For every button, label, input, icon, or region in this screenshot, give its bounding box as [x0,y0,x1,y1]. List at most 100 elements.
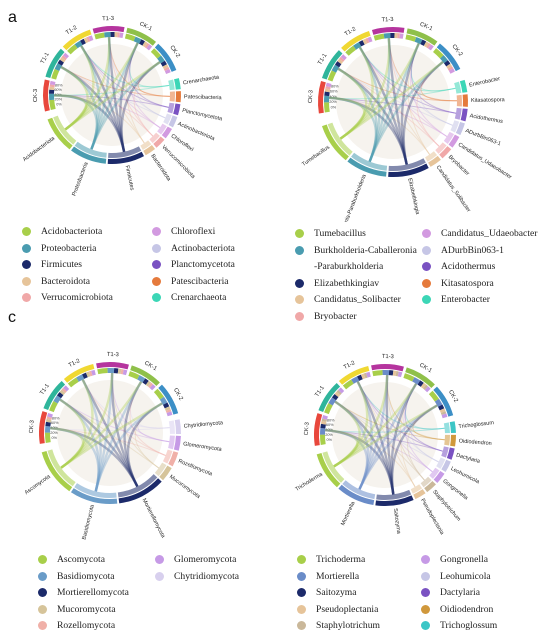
legend-label: Staphylotrichum [316,620,380,631]
taxon-inner-arc [168,79,175,91]
sample-composition-segment [340,54,347,61]
taxon-outer-arc [70,488,118,504]
legend-swatch-icon [422,295,431,304]
sample-composition-segment [441,413,448,419]
chord-link [337,67,368,140]
sample-outer-arc [158,384,179,415]
chord-link [80,45,101,150]
taxon-outer-arc [459,79,468,93]
chord-link [108,37,166,119]
sample-composition-segment [414,37,423,45]
chord-link [53,94,169,108]
legend-item: Tumebacillus [295,226,417,243]
taxon-label: Chytridiomycota [183,420,224,430]
ring-pct-label: 0% [327,438,333,442]
sample-composition-segment [63,385,70,392]
chord-link [60,66,89,131]
inner-disc [61,44,163,146]
chord-link [385,374,395,495]
sample-composition-segment [388,370,394,376]
sample-composition-segment [325,82,332,88]
sample-composition-segment [447,66,454,71]
sample-label: CK-3 [308,90,315,104]
ring-pct-label: 60% [54,88,62,92]
sample-composition-segment [49,89,55,94]
sample-composition-segment [390,32,395,39]
taxon-outer-arc [118,478,162,504]
sample-label: T1-2 [343,360,356,371]
sample-composition-segment [91,369,96,376]
legend-swatch-icon [297,555,306,564]
taxon-label: Acidothermus [469,113,503,125]
taxon-inner-arc [443,422,450,434]
chord-link [50,427,139,487]
chord-link [334,401,425,481]
taxon-inner-arc [140,140,152,150]
sample-composition-segment [117,32,120,38]
legend-item: Enterobacter [422,292,537,309]
sample-composition-segment [412,377,421,385]
sample-composition-segment [424,386,431,393]
sample-composition-segment [321,418,327,422]
legend-item: Elizabethkingiav [295,276,417,293]
chord-link [94,402,163,492]
chord-link [125,42,145,144]
taxon-inner-arc [53,115,77,145]
legend-swatch-icon [295,295,304,304]
sample-composition-segment [327,70,337,82]
legend-swatch-icon [22,227,31,236]
chord-link [82,379,166,456]
taxon-outer-arc [449,421,456,433]
sample-composition-segment [57,59,64,66]
taxon-label: Dactylaria [455,453,481,466]
chord-diagram-a: aCK-3T1-1T1-2T1-3CK-1CK-20%20%40%60%80%C… [8,9,224,197]
sample-composition-segment [325,86,331,90]
chord-link [402,61,444,165]
sample-label: CK-1 [143,360,157,372]
chord-link [80,45,161,129]
sample-composition-segment [403,373,415,382]
sample-composition-segment [382,370,390,376]
chord-link [337,67,378,163]
legend-label: Pseudoplectania [316,603,379,615]
legend-item: Leohumicola [421,569,497,586]
taxon-label: Trichoderma [295,471,325,493]
sample-composition-segment [363,372,368,379]
taxon-label: Tumebacillus [301,144,331,167]
sample-composition-segment [320,423,326,429]
chord-link [59,398,139,487]
chord-link [129,42,169,108]
sample-composition-segment [107,368,115,374]
chord-diagram-c: cCK-3T1-1T1-2T1-3CK-1CK-20%20%40%60%80%C… [8,309,224,540]
sample-label: CK-1 [418,362,432,374]
chord-link [410,404,439,463]
sample-outer-arc [45,48,65,79]
sample-label: T1-3 [382,354,394,360]
legend-label: Kitasatospora [441,277,494,289]
sample-composition-segment [74,40,83,49]
legend-swatch-icon [421,621,430,630]
chord-link [50,427,100,492]
chord-link [60,66,154,137]
legend-item: Oidiodendron [421,602,497,619]
legend-item: Rozellomycota [38,618,129,635]
sample-composition-segment [434,398,443,407]
chord-link [133,61,161,137]
sample-outer-arc [96,362,129,370]
sample-composition-segment [86,36,91,43]
sample-composition-segment [394,33,398,39]
sample-outer-arc [126,27,157,46]
legend-swatch-icon [152,260,161,269]
legend-label: Oidiodendron [440,603,494,615]
sample-composition-segment [334,391,341,398]
sample-composition-segment [320,434,326,445]
sample-composition-segment [80,38,86,46]
sample-composition-segment [62,52,69,59]
chord-link [359,47,431,155]
legend-label: Enterobacter [441,294,491,305]
sample-composition-segment [383,33,391,39]
taxon-inner-arc [410,484,423,494]
legend-swatch-icon [22,276,31,286]
chord-link [391,404,438,495]
